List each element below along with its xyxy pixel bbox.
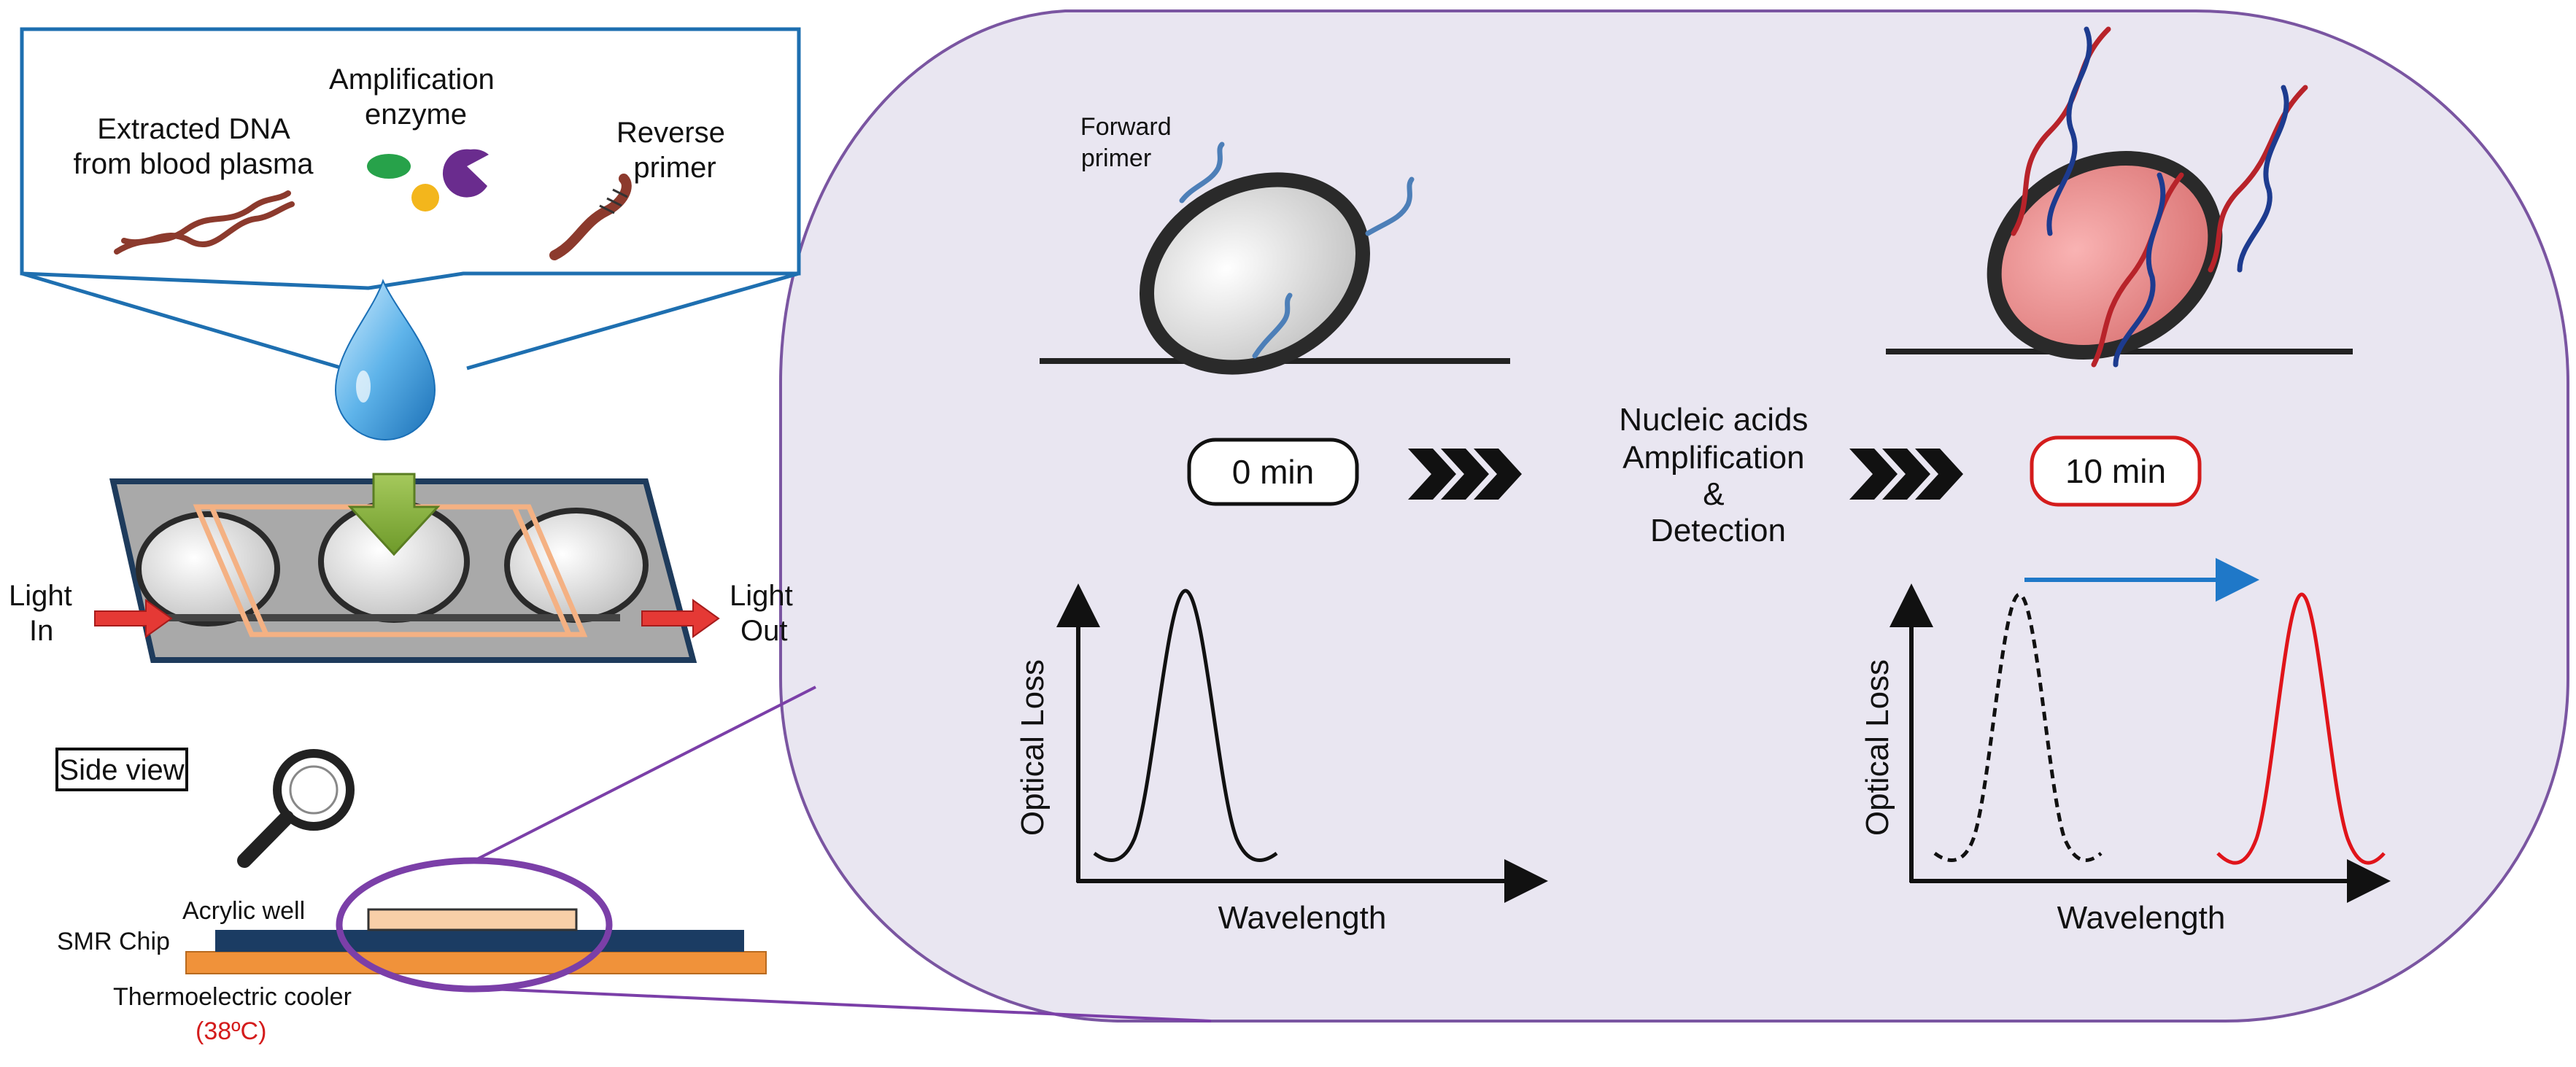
acrylic-well-label: Acrylic well bbox=[182, 897, 305, 925]
amplified-dna-icon bbox=[2011, 26, 2308, 368]
plot-after-peak-initial bbox=[1933, 592, 2103, 863]
resonator-before bbox=[1140, 172, 1370, 375]
smr-chip-label: SMR Chip bbox=[57, 928, 170, 955]
enzyme-purple-icon bbox=[442, 149, 489, 198]
light-in-arrow-icon bbox=[94, 599, 173, 638]
light-out-label: Light Out bbox=[730, 580, 801, 647]
chevrons-right-icon bbox=[1849, 449, 1963, 500]
loading-arrow-icon bbox=[347, 473, 441, 556]
time-badge-start bbox=[1187, 438, 1359, 506]
side-view-box bbox=[55, 748, 188, 791]
plot-after-peak-shifted bbox=[2216, 592, 2386, 865]
enzyme-yellow-icon bbox=[411, 184, 439, 212]
process-label: Nucleic acids Amplification & Detection bbox=[1619, 402, 1817, 548]
reverse-primer-icon bbox=[549, 174, 632, 260]
chip-waveguide bbox=[153, 614, 620, 621]
light-in-label: Light In bbox=[9, 580, 80, 647]
forward-primer-icon bbox=[1179, 141, 1415, 359]
plot-before-ylabel: Optical Loss bbox=[1015, 659, 1051, 836]
connector-line-lower bbox=[473, 987, 1212, 1023]
chip-top-view bbox=[109, 473, 697, 663]
temperature-label: (38ºC) bbox=[196, 1017, 266, 1045]
light-out-arrow-icon bbox=[641, 599, 720, 638]
magnifier-icon bbox=[237, 749, 355, 868]
side-view-title: Side view bbox=[59, 754, 184, 786]
time-badge-end bbox=[2030, 435, 2202, 507]
time-start-label: 0 min bbox=[1232, 453, 1314, 491]
inset-projection-right bbox=[466, 271, 800, 370]
chip-well-right bbox=[504, 508, 649, 623]
dna-label: Extracted DNA from blood plasma bbox=[73, 113, 314, 180]
dna-strand-icon bbox=[114, 190, 295, 255]
cooler-label: Thermoelectric cooler bbox=[113, 983, 352, 1011]
plot-after-xlabel: Wavelength bbox=[2057, 900, 2226, 936]
enzyme-green-icon bbox=[367, 154, 411, 179]
plot-before-xlabel: Wavelength bbox=[1218, 900, 1387, 936]
reagents-inset bbox=[20, 27, 801, 370]
smr-chip-layer bbox=[215, 930, 744, 952]
acrylic-well-outline-right bbox=[510, 504, 588, 637]
chip-well-left bbox=[136, 511, 280, 626]
forward-primer-label: Forward primer bbox=[1080, 113, 1178, 172]
enzyme-label: Amplification enzyme bbox=[329, 63, 503, 131]
primer-label: Reverse primer bbox=[616, 117, 733, 184]
connector-line-upper bbox=[473, 686, 816, 862]
inset-projection-left bbox=[21, 271, 344, 370]
sample-droplet-icon bbox=[334, 279, 436, 441]
chevrons-left-icon bbox=[1408, 449, 1522, 500]
plot-before-peak bbox=[1093, 589, 1278, 863]
acrylic-well-layer bbox=[367, 908, 578, 931]
time-end-label: 10 min bbox=[2065, 452, 2166, 490]
highlight-ring bbox=[336, 857, 613, 993]
cooler-layer bbox=[185, 951, 767, 974]
plot-after-ylabel: Optical Loss bbox=[1860, 659, 1895, 836]
spectrum-plot-before bbox=[1056, 583, 1548, 903]
droplet-highlight bbox=[356, 370, 371, 403]
spectrum-plot-after bbox=[1890, 558, 2391, 903]
